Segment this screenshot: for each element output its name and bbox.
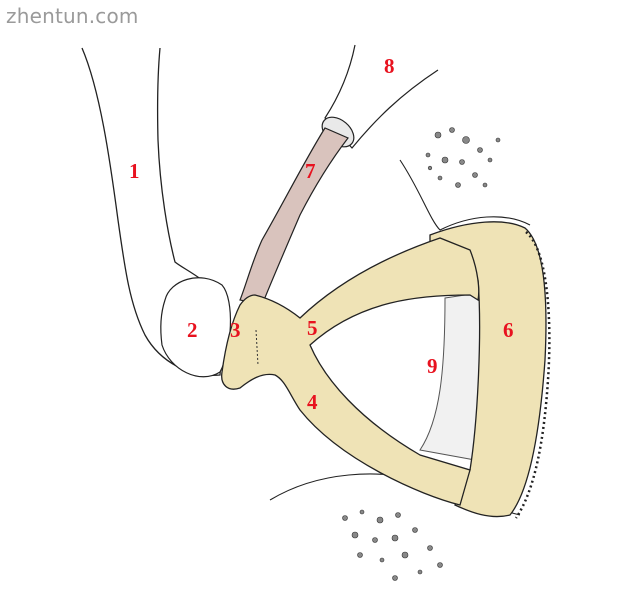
stapedius-tendon — [240, 128, 348, 305]
label-4: 4 — [307, 392, 318, 413]
label-3: 3 — [230, 320, 241, 341]
bone-speckles-lower — [343, 510, 443, 581]
label-7: 7 — [305, 161, 316, 182]
label-9: 9 — [427, 356, 438, 377]
label-1: 1 — [129, 161, 140, 182]
watermark: zhentun.com — [6, 4, 139, 28]
bone-speckles-upper — [426, 128, 500, 188]
label-6: 6 — [503, 320, 514, 341]
label-8: 8 — [384, 56, 395, 77]
label-2: 2 — [187, 320, 198, 341]
label-5: 5 — [307, 318, 318, 339]
oval-window-niche — [400, 160, 530, 230]
